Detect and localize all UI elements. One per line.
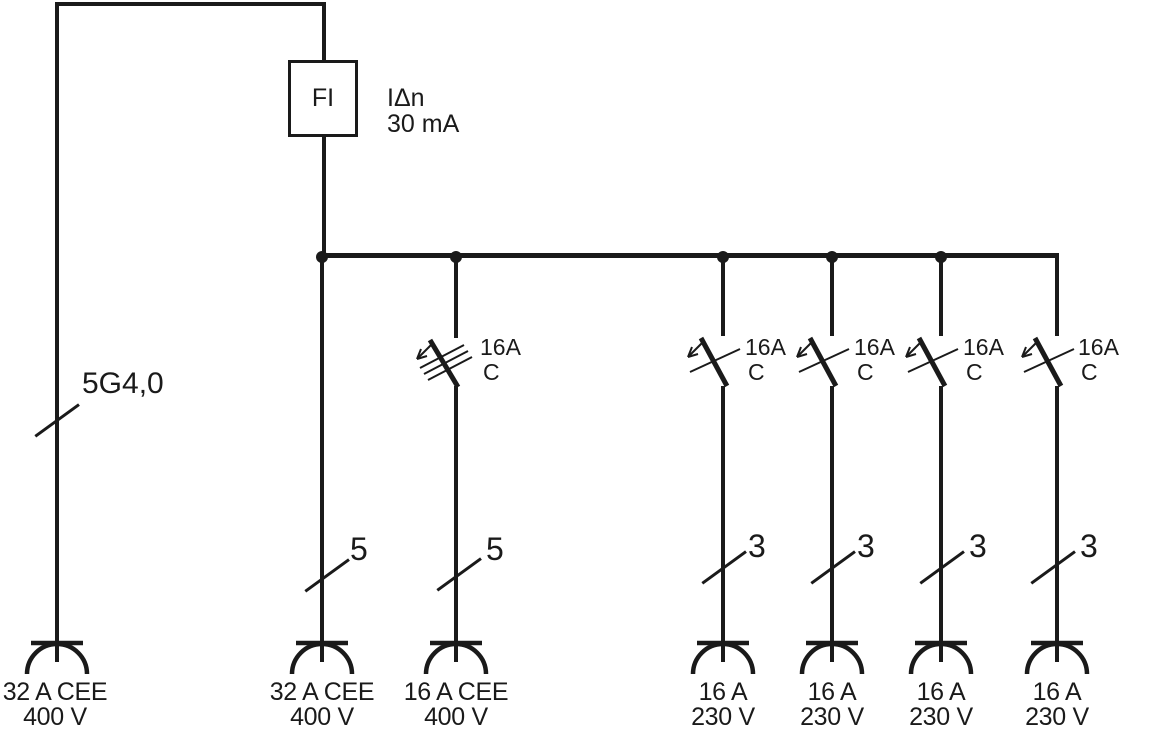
socket-label: 16 A CEE 400 V <box>386 680 526 730</box>
conductor-count-label: 3 <box>748 528 766 564</box>
feeder-cable-label: 5G4,0 <box>82 367 164 400</box>
branch5-line-upper <box>939 255 943 336</box>
socket-label: 16 A 230 V <box>762 680 902 730</box>
branch4-line-upper <box>830 255 834 336</box>
socket-label: 32 A CEE 400 V <box>252 680 392 730</box>
rcd-label: FI <box>311 84 335 112</box>
circuit-breaker-icon <box>796 336 850 388</box>
branch1-line <box>320 255 324 662</box>
breaker-rating-label: 16A <box>745 334 786 360</box>
socket-voltage: 400 V <box>23 703 87 731</box>
socket-outlet-icon <box>423 640 489 675</box>
breaker-curve-label: C <box>857 359 874 385</box>
rcd-box: FI <box>288 60 358 137</box>
breaker-curve-label: C <box>748 359 765 385</box>
breaker-rating-label: 16A <box>1078 334 1119 360</box>
socket-label: 16 A 230 V <box>987 680 1127 730</box>
socket-outlet-icon <box>24 640 90 675</box>
breaker-rating-label: 16A <box>854 334 895 360</box>
breaker-curve-label: C <box>1081 359 1098 385</box>
circuit-breaker-icon <box>1021 336 1075 388</box>
busbar <box>318 253 1059 258</box>
conductor-slash <box>436 557 482 592</box>
socket-rating: 16 A CEE <box>403 678 509 706</box>
socket-rating: 32 A CEE <box>269 678 375 706</box>
conductor-slash <box>304 558 350 593</box>
feeder-line <box>55 2 59 662</box>
conductor-count-label: 3 <box>1080 528 1098 564</box>
socket-voltage: 230 V <box>909 703 973 731</box>
socket-rating: 32 A CEE <box>2 678 108 706</box>
branch6-line-lower <box>1055 386 1059 662</box>
breaker-rating-label: 16A <box>480 334 521 360</box>
rcd-trip-current-label: 30 mA <box>387 110 460 138</box>
branch4-line-lower <box>830 386 834 662</box>
socket-rating: 16 A <box>807 678 857 706</box>
socket-rating: 16 A <box>916 678 966 706</box>
breaker-curve-label: C <box>966 359 983 385</box>
socket-voltage: 230 V <box>800 703 864 731</box>
socket-voltage: 230 V <box>1025 703 1089 731</box>
branch6-line-upper <box>1055 253 1059 336</box>
conductor-count-label: 3 <box>969 528 987 564</box>
circuit-breaker-icon <box>905 336 959 388</box>
branch3-line-upper <box>721 255 725 336</box>
socket-rating: 16 A <box>1032 678 1082 706</box>
supply-top-line <box>55 2 326 6</box>
socket-label: 16 A 230 V <box>871 680 1011 730</box>
socket-voltage: 400 V <box>290 703 354 731</box>
socket-label: 32 A CEE 400 V <box>0 680 125 730</box>
branch2-line-lower <box>454 386 458 662</box>
socket-outlet-icon <box>1024 640 1090 675</box>
socket-outlet-icon <box>799 640 865 675</box>
branch3-line-lower <box>721 386 725 662</box>
rcd-delta-current-label: IΔn <box>387 84 425 112</box>
conductor-count-label: 3 <box>857 528 875 564</box>
socket-outlet-icon <box>690 640 756 675</box>
socket-voltage: 230 V <box>691 703 755 731</box>
branch5-line-lower <box>939 386 943 662</box>
socket-label: 16 A 230 V <box>653 680 793 730</box>
conductor-slash <box>1030 550 1076 585</box>
socket-outlet-icon <box>908 640 974 675</box>
breaker-curve-label: C <box>483 359 500 385</box>
socket-voltage: 400 V <box>424 703 488 731</box>
conductor-count-label: 5 <box>486 531 504 567</box>
branch2-line-upper <box>454 255 458 338</box>
circuit-breaker-3pole-icon <box>416 338 473 389</box>
conductor-count-label: 5 <box>350 531 368 567</box>
rcd-feed-line <box>322 2 326 62</box>
breaker-rating-label: 16A <box>963 334 1004 360</box>
socket-outlet-icon <box>289 640 355 675</box>
circuit-breaker-icon <box>687 336 741 388</box>
rcd-output-line <box>322 135 326 256</box>
socket-rating: 16 A <box>698 678 748 706</box>
